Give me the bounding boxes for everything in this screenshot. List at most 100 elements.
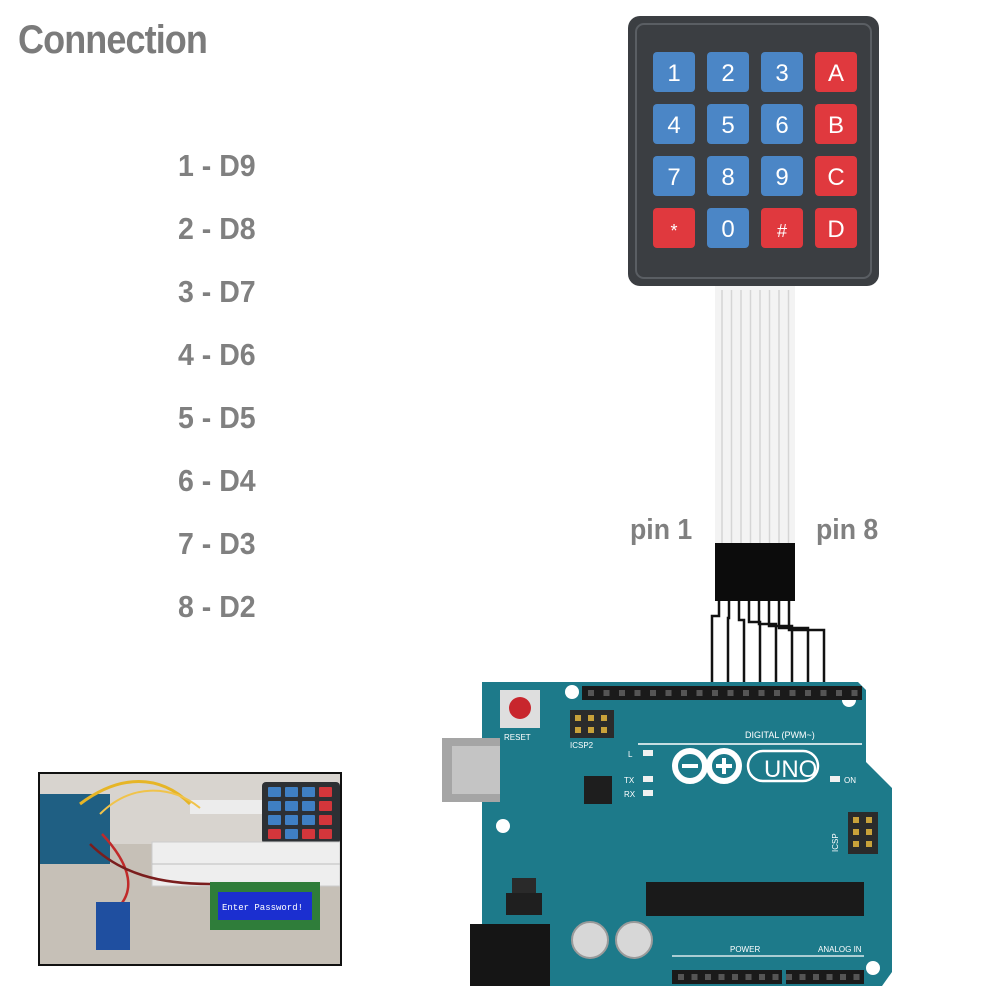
icsp2-pin bbox=[588, 715, 594, 721]
keypad-key-label: 3 bbox=[775, 60, 788, 87]
keypad-key-label: # bbox=[777, 221, 787, 241]
header-pin bbox=[805, 690, 811, 696]
jumper-wire bbox=[757, 601, 778, 698]
icsp2-pin bbox=[601, 715, 607, 721]
jumper-wire bbox=[726, 601, 731, 698]
capacitor bbox=[615, 921, 653, 959]
icsp-header bbox=[848, 812, 878, 854]
led-rx bbox=[643, 790, 653, 796]
header-pin bbox=[732, 974, 738, 980]
keypad-key bbox=[761, 104, 803, 144]
digital-header bbox=[582, 686, 862, 700]
keypad-key-label: 4 bbox=[667, 112, 680, 139]
photo-wire bbox=[99, 789, 201, 815]
analog-label: ANALOG IN bbox=[818, 945, 862, 954]
led-on-label: ON bbox=[844, 776, 856, 785]
digital-label: DIGITAL (PWM~) bbox=[745, 730, 815, 740]
icsp-pin bbox=[853, 817, 859, 823]
keypad-key bbox=[761, 52, 803, 92]
photo-keypad-key bbox=[302, 787, 315, 797]
connection-item: 1 - D9 bbox=[178, 148, 256, 183]
logo-pill bbox=[746, 749, 820, 783]
icsp-pin bbox=[853, 841, 859, 847]
connection-item: 5 - D5 bbox=[178, 400, 256, 435]
header-pin bbox=[681, 690, 687, 696]
keypad-key-label: 2 bbox=[721, 60, 734, 87]
keypad-key-label: 0 bbox=[721, 216, 734, 243]
keypad-key bbox=[815, 156, 857, 196]
header-pin bbox=[774, 690, 780, 696]
logo-right-ring bbox=[706, 748, 742, 784]
header-pin bbox=[826, 974, 833, 980]
keypad-key bbox=[707, 156, 749, 196]
led-tx-label: TX bbox=[624, 776, 635, 785]
mounting-hole bbox=[496, 819, 510, 833]
usb-chip bbox=[584, 776, 612, 804]
keypad-key-label: 9 bbox=[775, 164, 788, 191]
keypad-key-label: 6 bbox=[775, 112, 788, 139]
header-pin bbox=[588, 690, 594, 696]
icsp2-pin bbox=[575, 727, 581, 733]
page-title: Connection bbox=[18, 18, 208, 62]
icsp2-pins bbox=[575, 715, 607, 733]
icsp-pin bbox=[866, 829, 872, 835]
keypad-key bbox=[815, 104, 857, 144]
header-pin bbox=[603, 690, 610, 696]
voltage-regulator-tab bbox=[512, 878, 536, 896]
usb-connector-inner bbox=[452, 746, 500, 794]
header-pin bbox=[665, 690, 672, 696]
icsp-pins bbox=[853, 817, 872, 847]
header-pin bbox=[691, 974, 698, 980]
keypad-connector bbox=[715, 543, 795, 601]
photo-keypad-key bbox=[319, 787, 332, 797]
reset-label: RESET bbox=[504, 733, 531, 742]
photo-lcd-screen bbox=[218, 892, 312, 920]
power-label: POWER bbox=[730, 945, 760, 954]
header-pin bbox=[619, 690, 625, 696]
pin-1-label: pin 1 bbox=[630, 514, 693, 546]
led-rx-label: RX bbox=[624, 790, 636, 799]
header-pin bbox=[634, 690, 641, 696]
connection-item: 6 - D4 bbox=[178, 463, 256, 498]
photo-wire bbox=[89, 843, 211, 886]
keypad-key bbox=[707, 52, 749, 92]
reset-button-cap bbox=[509, 697, 531, 719]
photo-keypad bbox=[262, 782, 340, 844]
icsp2-pin bbox=[588, 727, 594, 733]
header-pin bbox=[820, 690, 827, 696]
mounting-hole bbox=[565, 685, 579, 699]
keypad-key bbox=[707, 104, 749, 144]
ribbon-cable bbox=[715, 286, 795, 544]
header-pin bbox=[678, 974, 684, 980]
keypad-key-label: D bbox=[827, 216, 844, 243]
header-pin bbox=[786, 974, 792, 980]
led-tx bbox=[643, 776, 653, 782]
photo-relay bbox=[96, 902, 130, 950]
power-header bbox=[672, 970, 782, 984]
photo-keypad-key bbox=[285, 829, 298, 839]
header-pin bbox=[772, 974, 779, 980]
keypad-key bbox=[653, 156, 695, 196]
header-pin bbox=[745, 974, 752, 980]
capacitor bbox=[571, 921, 609, 959]
photo-lcd-text: Enter Password! bbox=[222, 903, 303, 913]
jumper-wire bbox=[710, 601, 721, 698]
header-pin bbox=[727, 690, 734, 696]
header-pin bbox=[759, 974, 765, 980]
photo-keypad-key bbox=[268, 801, 281, 811]
analog-header bbox=[786, 970, 864, 984]
connection-item: 3 - D7 bbox=[178, 274, 256, 309]
header-pin bbox=[840, 974, 846, 980]
keypad-key-label: C bbox=[827, 164, 844, 191]
jumper-wire bbox=[777, 601, 810, 698]
keypad-key bbox=[761, 208, 803, 248]
header-pin bbox=[789, 690, 796, 696]
keypad-key-label: 7 bbox=[667, 164, 680, 191]
jumper-wire bbox=[787, 601, 826, 698]
photo-keypad-key bbox=[302, 829, 315, 839]
logo-plus-v bbox=[722, 758, 726, 774]
logo-text: UNO bbox=[764, 756, 817, 783]
connection-item: 7 - D3 bbox=[178, 526, 256, 561]
